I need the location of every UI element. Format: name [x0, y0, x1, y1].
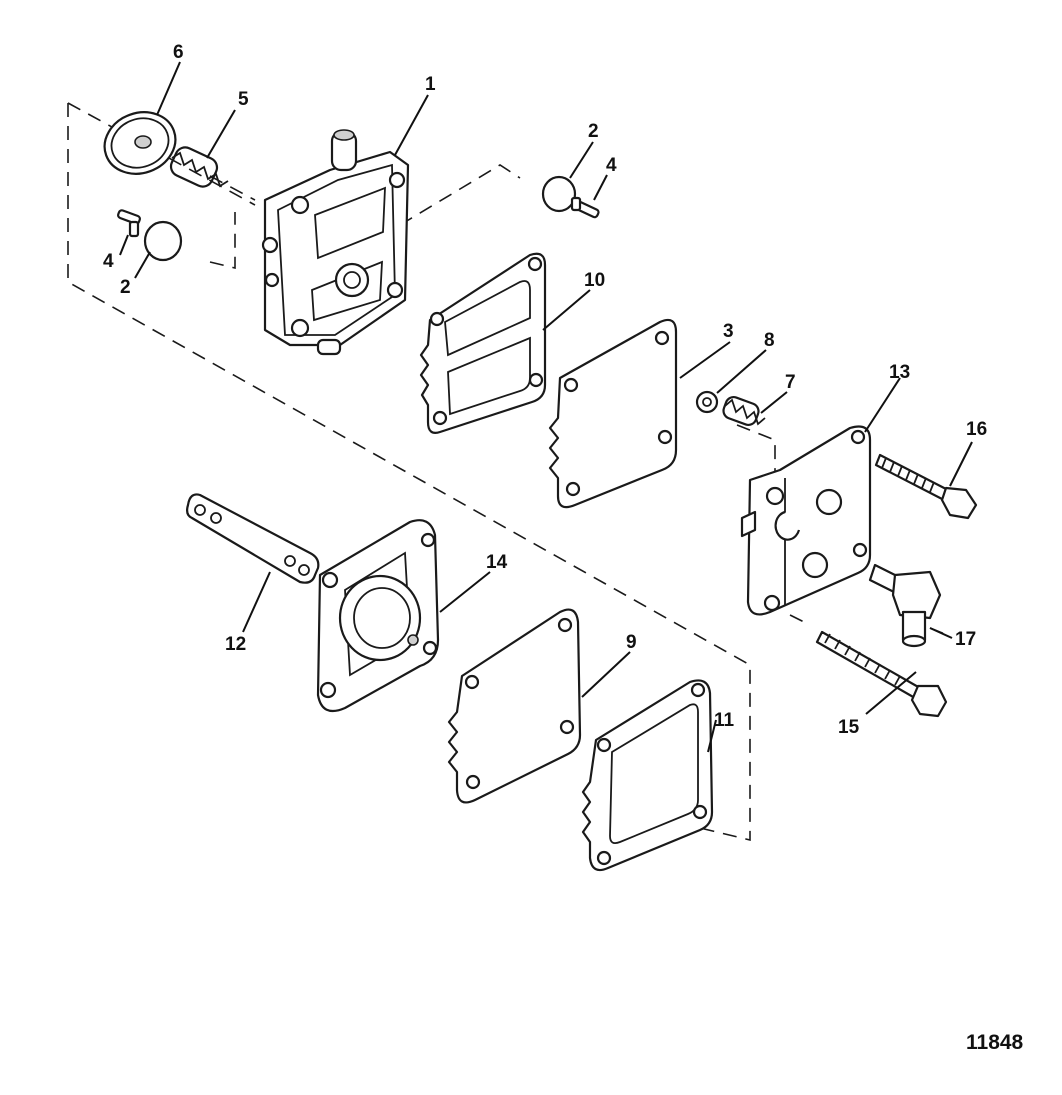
part-10-gasket: [419, 252, 547, 434]
part-2-disc-right: [541, 175, 577, 213]
callout-5: 5: [238, 89, 249, 110]
leader-lines: [119, 61, 973, 753]
part-12-strip: [186, 493, 320, 584]
part-5-spring: [169, 146, 229, 188]
callout-2-left: 2: [120, 277, 131, 298]
callout-9: 9: [626, 632, 637, 653]
callout-8: 8: [764, 330, 775, 351]
part-6-cap: [103, 111, 177, 175]
callout-11: 11: [714, 710, 735, 731]
part-7-spring: [722, 396, 766, 426]
callout-2-right: 2: [588, 121, 599, 142]
callout-14: 14: [486, 552, 508, 573]
part-17-elbow: [868, 563, 942, 648]
part-9-diaphragm: [447, 608, 582, 804]
part-8-washer: [695, 390, 719, 414]
callout-3: 3: [723, 321, 734, 342]
part-14-base: [316, 519, 440, 713]
callout-1: 1: [425, 74, 436, 95]
part-15-screw: [815, 630, 948, 718]
figure-number: 11848: [966, 1031, 1024, 1054]
callout-13: 13: [889, 362, 910, 383]
callout-12: 12: [225, 634, 246, 655]
part-1-pump-body: [261, 129, 410, 356]
callout-labels: 6 5 1 2 4 4 2 10 3 8 7 13 16 14 12 9 11 …: [103, 42, 987, 738]
callout-6: 6: [173, 42, 184, 63]
callout-7: 7: [785, 372, 796, 393]
callout-4-left: 4: [103, 251, 114, 272]
part-13-cover: [740, 425, 872, 616]
part-3-diaphragm: [548, 318, 678, 509]
part-2-disc-left: [143, 220, 183, 262]
callout-15: 15: [838, 717, 860, 738]
callout-4-right: 4: [606, 155, 617, 176]
part-16-screw: [874, 453, 978, 520]
callout-17: 17: [955, 629, 976, 650]
part-4-pin-left: [117, 209, 141, 238]
part-11-gasket: [581, 679, 714, 872]
callout-16: 16: [966, 419, 987, 440]
part-4-pin-right: [570, 196, 600, 219]
callout-10: 10: [584, 270, 605, 291]
